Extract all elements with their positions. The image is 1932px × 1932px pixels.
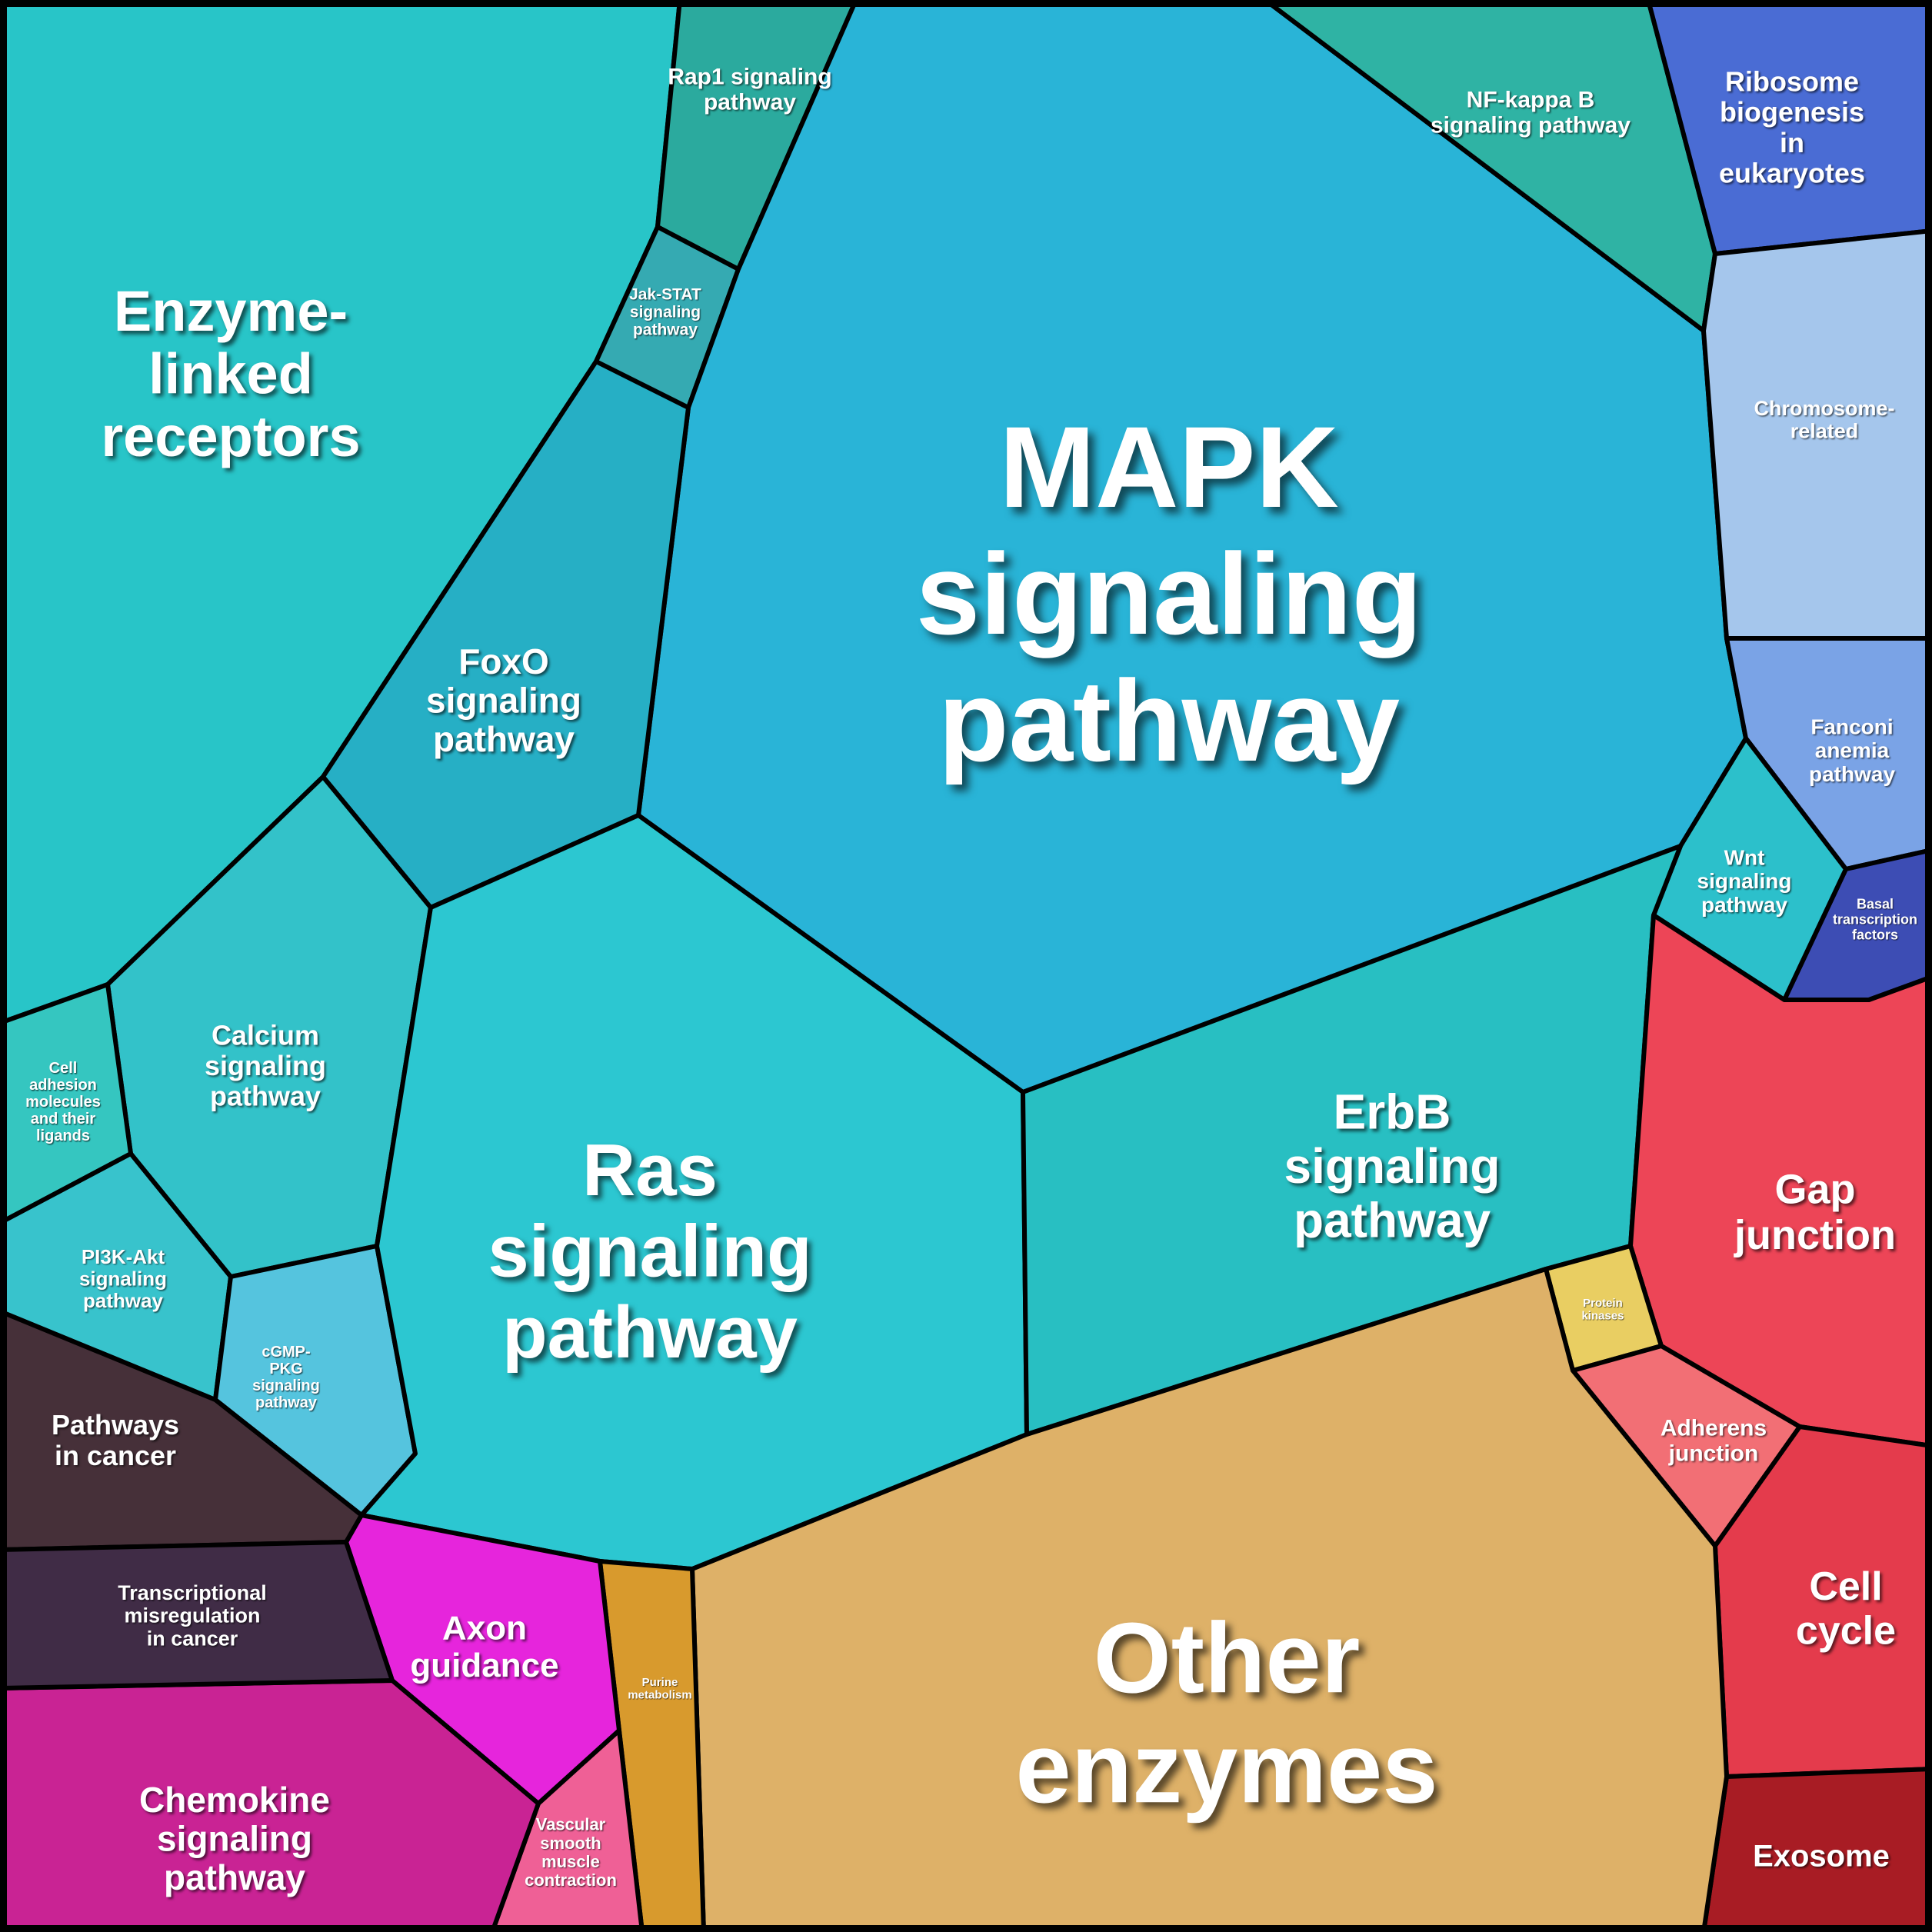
cell-exosome[interactable] bbox=[1701, 1767, 1932, 1932]
cell-vascular-smooth-muscle[interactable] bbox=[490, 1728, 645, 1932]
cell-pathways-in-cancer[interactable] bbox=[0, 1309, 364, 1552]
cell-transcriptional-misregulation[interactable] bbox=[0, 1540, 395, 1690]
cell-ribosome-biogenesis[interactable] bbox=[1646, 0, 1932, 256]
cell-chromosome-related[interactable] bbox=[1701, 228, 1932, 641]
cell-other-enzymes[interactable] bbox=[690, 1267, 1729, 1932]
